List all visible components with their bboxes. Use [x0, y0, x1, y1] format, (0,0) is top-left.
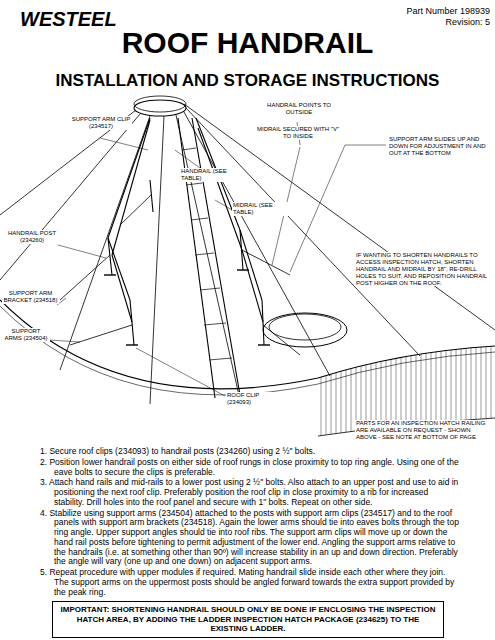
handrail-assembly [60, 118, 300, 398]
revision: Revision: 5 [380, 17, 490, 27]
callout-label: HANDRAIL (SEE TABLE) [180, 168, 242, 182]
callout-label: HANDRAIL POINTS TO OUTSIDE [262, 102, 336, 116]
callout-label: SUPPORT ARMS (234504) [2, 328, 50, 342]
callout-label: ROOF CLIP (234093) [226, 392, 278, 406]
note-text: PARTS FOR AN INSPECTION HATCH RAILING AR… [355, 420, 492, 441]
instruction-step: 3. Attach hand rails and mid-rails to a … [40, 478, 460, 507]
instruction-step: 5. Repeat procedure with upper modules i… [40, 568, 460, 597]
instruction-step: 2. Position lower handrail posts on eith… [40, 458, 460, 478]
callout-label: MIDRAIL (SEE TABLE) [232, 202, 294, 216]
note-text: IF WANTING TO SHORTEN HANDRAILS TO ACCES… [355, 252, 492, 286]
callout-label: SUPPORT ARM SLIDES UP AND DOWN FOR ADJUS… [388, 136, 490, 157]
brand-logo: WESTEEL [20, 8, 140, 31]
callout-label: HANDRAIL POST (234260) [5, 230, 59, 244]
callout-label: SUPPORT ARM CLIP (234517) [70, 116, 132, 130]
leader-lines [49, 122, 386, 396]
callout-label: SUPPORT ARM BRACKET (234518) [2, 290, 59, 304]
notice-text: IMPORTANT: SHORTENING HANDRAIL SHOULD ON… [53, 602, 443, 637]
instruction-step: 4. Stabilize using support arms (234504)… [40, 509, 460, 568]
instruction-step: 1. Secure roof clips (234093) to handrai… [40, 447, 460, 457]
callout-label: MIDRAIL SECURED WITH "V" TO INSIDE [255, 126, 341, 140]
subtitle: INSTALLATION AND STORAGE INSTRUCTIONS [0, 71, 495, 91]
page-title: ROOF HANDRAIL [0, 26, 495, 61]
notice-box: IMPORTANT: SHORTENING HANDRAIL SHOULD ON… [52, 601, 444, 638]
roof-cone [0, 96, 495, 440]
instruction-list: 1. Secure roof clips (234093) to handrai… [40, 447, 460, 598]
part-number: Part Number 198939 [380, 6, 490, 16]
